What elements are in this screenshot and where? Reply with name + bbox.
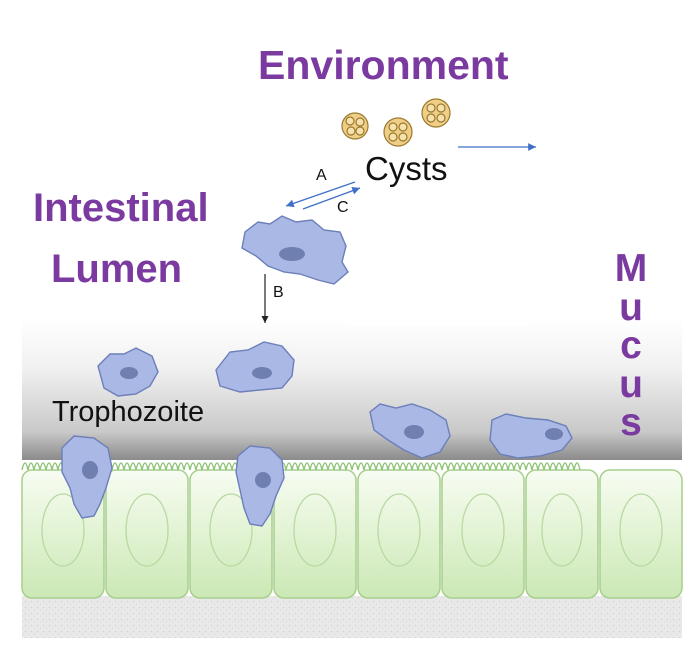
- cell-nucleus: [41, 493, 85, 567]
- cyst: [383, 117, 413, 147]
- mucus-letter: u: [619, 362, 643, 406]
- cell-nucleus: [209, 493, 253, 567]
- cell-nucleus: [619, 493, 663, 567]
- mucus-letter: u: [619, 285, 643, 329]
- cyst: [421, 98, 451, 128]
- cyst: [341, 112, 369, 140]
- basement-layer: [22, 596, 682, 638]
- cysts-label: Cysts: [365, 150, 448, 187]
- mucus-letter: s: [620, 401, 642, 444]
- epithelial-cell: [441, 469, 525, 599]
- cell-nucleus: [461, 493, 505, 567]
- epithelial-cell: [357, 469, 441, 599]
- epithelial-cell: [599, 469, 683, 599]
- trophozoite: [489, 413, 573, 459]
- epithelial-cell: [105, 469, 189, 599]
- trophozoite: [97, 347, 159, 397]
- lumen-label: Lumen: [51, 247, 183, 291]
- cell-nuclei: [41, 493, 663, 567]
- trophozoite-invading: [235, 445, 285, 527]
- trophozoite-label: Trophozoite: [52, 396, 205, 428]
- mucus-top-highlight: [350, 296, 530, 326]
- epithelial-cells: [21, 469, 683, 599]
- cell-nucleus: [541, 493, 583, 567]
- arrow-c-encystation: [302, 187, 361, 210]
- cyst-group: [341, 98, 451, 147]
- environment-label: Environment: [258, 42, 509, 88]
- mucus-letter: c: [620, 324, 642, 367]
- trophozoite-lumen: [241, 215, 349, 285]
- cell-nucleus: [377, 493, 421, 567]
- trophozoite: [215, 341, 295, 393]
- trophozoite-invading: [61, 435, 113, 519]
- microvilli: [21, 462, 581, 471]
- arrow-a-label: A: [316, 167, 327, 184]
- arrow-a-excystation: [285, 181, 356, 208]
- epithelial-cell: [273, 469, 357, 599]
- epithelial-cell: [525, 469, 599, 599]
- arrow-c-label: C: [337, 199, 349, 216]
- cell-nucleus: [125, 493, 169, 567]
- cell-nucleus: [293, 493, 337, 567]
- mucus-letter: M: [614, 247, 648, 290]
- trophozoite: [369, 403, 451, 459]
- intestinal-label: Intestinal: [33, 186, 209, 230]
- arrow-b-label: B: [273, 284, 284, 301]
